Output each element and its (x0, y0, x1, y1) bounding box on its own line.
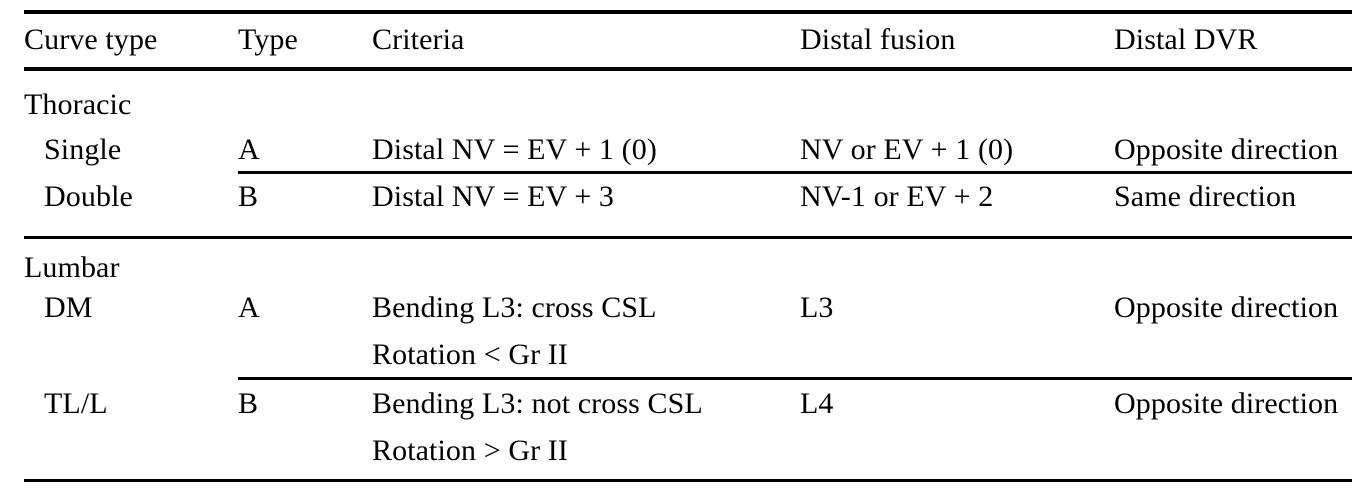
row-label-double: Double (44, 180, 133, 213)
column-header-distal-dvr: Distal DVR (1114, 23, 1258, 56)
cell-tll-type: B (238, 387, 259, 420)
cell-dm-criteria-line1: Bending L3: cross CSL (372, 291, 657, 324)
cell-single-type: A (238, 133, 260, 166)
lumbar-row-divider-rule (238, 377, 1352, 380)
cell-dm-type: A (238, 291, 260, 324)
header-bottom-rule (24, 67, 1352, 71)
cell-single-distal-dvr: Opposite direction (1114, 133, 1339, 166)
table-top-rule (24, 10, 1352, 14)
section-divider-rule (24, 236, 1352, 239)
cell-double-criteria: Distal NV = EV + 3 (372, 180, 615, 213)
section-label-lumbar: Lumbar (24, 251, 120, 284)
cell-tll-criteria-line1: Bending L3: not cross CSL (372, 387, 703, 420)
cell-tll-distal-dvr: Opposite direction (1114, 387, 1339, 420)
cell-tll-criteria-line2: Rotation > Gr II (372, 434, 568, 467)
column-header-curve-type: Curve type (24, 23, 158, 56)
cell-single-distal-fusion: NV or EV + 1 (0) (800, 133, 1014, 166)
cell-tll-distal-fusion: L4 (800, 387, 834, 420)
column-header-type: Type (238, 23, 298, 56)
cell-single-criteria: Distal NV = EV + 1 (0) (372, 133, 657, 166)
section-label-thoracic: Thoracic (24, 88, 132, 121)
cell-double-type: B (238, 180, 259, 213)
row-label-dm: DM (44, 291, 93, 324)
cell-dm-distal-fusion: L3 (800, 291, 834, 324)
row-label-single: Single (44, 133, 122, 166)
cell-double-distal-dvr: Same direction (1114, 180, 1297, 213)
cell-double-distal-fusion: NV-1 or EV + 2 (800, 180, 994, 213)
cell-dm-distal-dvr: Opposite direction (1114, 291, 1339, 324)
table-bottom-rule (24, 479, 1352, 482)
column-header-distal-fusion: Distal fusion (800, 23, 956, 56)
cell-dm-criteria-line2: Rotation < Gr II (372, 338, 568, 371)
row-label-tll: TL/L (44, 387, 108, 420)
thoracic-row-divider-rule (238, 171, 1352, 174)
column-header-criteria: Criteria (372, 23, 465, 56)
